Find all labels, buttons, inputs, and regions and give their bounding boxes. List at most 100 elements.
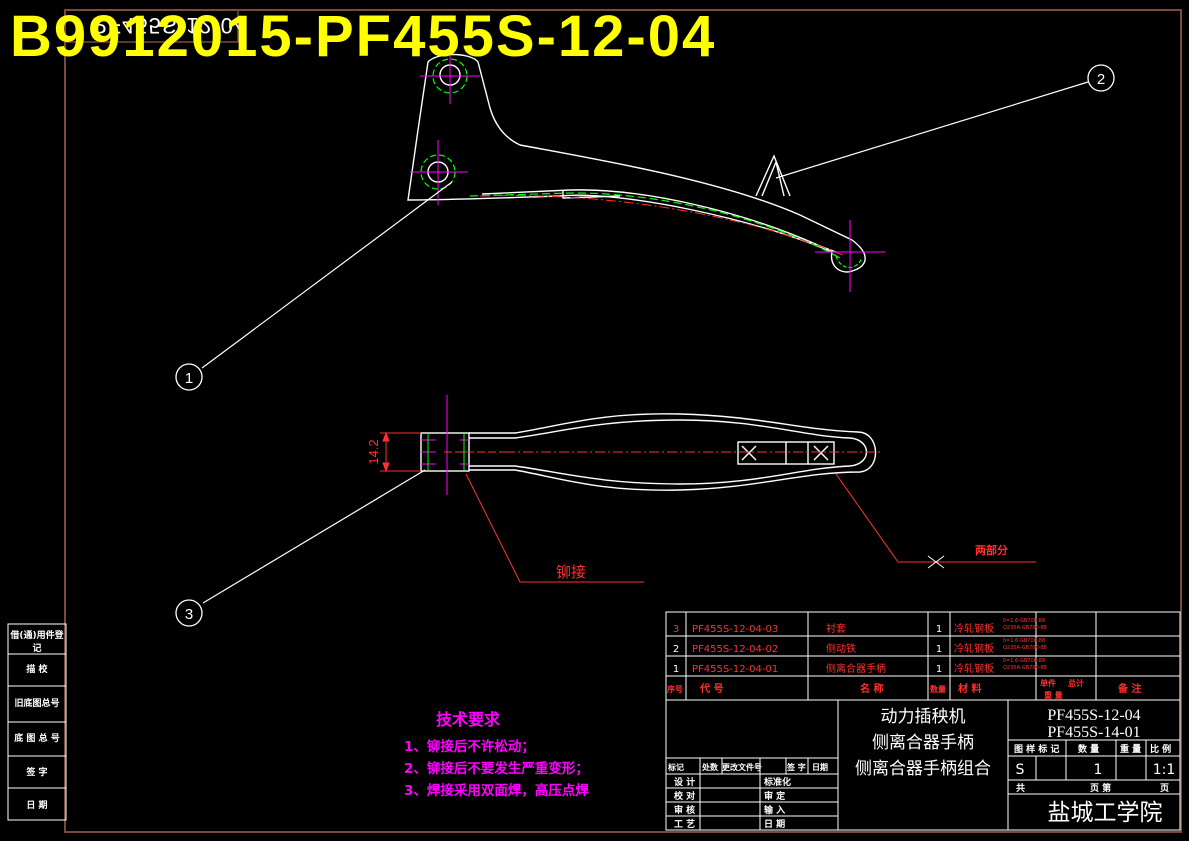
svg-text:代 号: 代 号 (699, 682, 723, 695)
callout-3: 3 (175, 599, 203, 627)
product-name: 动力插秧机 (881, 707, 966, 727)
svg-text:Q235A-GB700-88: Q235A-GB700-88 (1003, 645, 1047, 651)
tech-item-2: 2、铆接后不要发生严重变形； (404, 761, 589, 777)
svg-text:日期: 日期 (812, 762, 828, 772)
side-label-3: 旧底图总号 (14, 699, 60, 709)
svg-text:校 对: 校 对 (674, 790, 695, 802)
drawing-frame (64, 9, 1182, 833)
svg-text:1: 1 (936, 624, 942, 635)
svg-text:日 期: 日 期 (764, 818, 785, 830)
drawing-no-1: PF455S-12-04 (1047, 707, 1140, 724)
svg-text:1: 1 (1094, 762, 1103, 778)
svg-text:标准化: 标准化 (763, 776, 791, 788)
svg-text:Q235A-GB700-88: Q235A-GB700-88 (1003, 625, 1047, 631)
side-label-4: 底 图 总 号 (14, 734, 60, 744)
weld-mark (927, 555, 945, 569)
svg-text:单件: 单件 (1040, 678, 1056, 688)
technical-requirements: 技术要求 1、铆接后不许松动； 2、铆接后不要发生严重变形； 3、焊接采用双面焊… (404, 706, 589, 802)
handle-elevation-view (407, 53, 866, 273)
svg-text:δ=1.6-GB708-88: δ=1.6-GB708-88 (1003, 638, 1045, 644)
svg-text:签 字: 签 字 (786, 762, 806, 772)
svg-text:数 量: 数 量 (1078, 743, 1099, 755)
weld-note-2: 两部分 (975, 543, 1008, 557)
side-label-2: 描 校 (26, 665, 48, 675)
svg-text:冷轧钢板: 冷轧钢板 (954, 662, 994, 675)
svg-text:1: 1 (936, 664, 942, 675)
svg-text:重 量: 重 量 (1120, 743, 1141, 755)
svg-text:1: 1 (185, 370, 193, 387)
callout-2: 2 (1087, 64, 1115, 92)
bom-header: 序号 代 号 名 称 数量 材 料 单件 总计 重 量 备 注 (667, 678, 1141, 700)
dimension-text: 14.2 (366, 439, 381, 464)
svg-text:δ=1.6-GB708-88: δ=1.6-GB708-88 (1003, 658, 1045, 664)
svg-text:2: 2 (673, 644, 679, 655)
bom-table-grid (665, 611, 1181, 701)
dimension-14-2 (380, 431, 421, 473)
drawing-no-2: PF455S-14-01 (1047, 724, 1140, 741)
bom-row-1: 1 PF455S-12-04-01 侧离合器手柄 1 冷轧钢板 δ=1.6-GB… (673, 658, 1047, 675)
svg-text:1:1: 1:1 (1153, 762, 1176, 778)
plan-hatching (421, 395, 880, 495)
svg-text:冷轧钢板: 冷轧钢板 (954, 622, 994, 635)
green-rivets (427, 434, 465, 470)
title-block-grid (665, 699, 1181, 831)
bom-rows: 3 PF455S-12-04-03 衬套 1 冷轧钢板 δ=1.6-GB708-… (667, 618, 1141, 700)
part-name-1: 侧离合器手柄 (872, 733, 974, 753)
svg-text:工 艺: 工 艺 (674, 818, 695, 830)
svg-text:比 例: 比 例 (1150, 743, 1171, 755)
svg-text:1: 1 (673, 664, 679, 675)
svg-text:3: 3 (185, 606, 193, 623)
svg-text:页: 页 (1160, 783, 1169, 794)
leader-lines-red (465, 473, 1036, 583)
svg-text:序号: 序号 (667, 684, 683, 694)
svg-text:侧离合器手柄: 侧离合器手柄 (826, 662, 886, 675)
tech-title: 技术要求 (436, 710, 501, 729)
tech-item-3: 3、焊接采用双面焊，高压点焊 (404, 783, 589, 799)
svg-text:衬套: 衬套 (826, 622, 846, 635)
svg-text:1: 1 (936, 644, 942, 655)
centermarks (410, 48, 885, 292)
callout-1: 1 (175, 363, 203, 391)
svg-text:PF455S-12-04-02: PF455S-12-04-02 (692, 644, 778, 655)
svg-text:PF455S-12-04-01: PF455S-12-04-01 (692, 664, 778, 675)
organization-name: 盐城工学院 (1048, 800, 1163, 826)
svg-text:设 计: 设 计 (674, 776, 695, 788)
part-name-2: 侧离合器手柄组合 (855, 759, 991, 779)
title-block-text: 动力插秧机 侧离合器手柄 侧离合器手柄组合 PF455S-12-04 PF455… (667, 707, 1175, 830)
weld-note: 铆接 (556, 563, 586, 581)
svg-text:总计: 总计 (1068, 678, 1084, 688)
center-lines-red (428, 56, 846, 257)
side-label-5: 签 字 (26, 768, 48, 778)
svg-text:2: 2 (1097, 71, 1105, 88)
svg-text:Q235A-GB700-88: Q235A-GB700-88 (1003, 665, 1047, 671)
svg-text:标记: 标记 (667, 762, 684, 772)
svg-text:δ=1.6-GB708-88: δ=1.6-GB708-88 (1003, 618, 1045, 624)
svg-text:名 称: 名 称 (860, 682, 883, 695)
svg-text:共: 共 (1016, 782, 1025, 794)
side-label-6: 日 期 (26, 801, 48, 811)
tech-item-1: 1、铆接后不许松动； (404, 739, 535, 755)
side-strip (7, 623, 67, 821)
bom-row-3: 3 PF455S-12-04-03 衬套 1 冷轧钢板 δ=1.6-GB708-… (673, 618, 1047, 635)
svg-text:更改文件号: 更改文件号 (722, 762, 762, 772)
side-label-1: 借(通)用件登记 (10, 631, 64, 654)
svg-text:冷轧钢板: 冷轧钢板 (954, 642, 994, 655)
svg-text:审 定: 审 定 (764, 790, 786, 802)
svg-text:审 核: 审 核 (674, 804, 695, 816)
svg-text:页 第: 页 第 (1090, 782, 1111, 794)
svg-text:处数: 处数 (701, 762, 719, 772)
bom-row-2: 2 PF455S-12-04-02 侧动铁 1 冷轧钢板 δ=1.6-GB708… (673, 638, 1047, 655)
drawing-number-title: B9912015-PF455S-12-04 (10, 4, 717, 69)
mirrored-title-box (64, 9, 239, 43)
svg-text:重 量: 重 量 (1044, 690, 1063, 700)
svg-text:材 料: 材 料 (958, 682, 981, 695)
svg-text:备 注: 备 注 (1117, 682, 1141, 695)
svg-text:图 样 标 记: 图 样 标 记 (1014, 743, 1059, 755)
svg-text:S: S (1016, 762, 1025, 778)
svg-text:输 入: 输 入 (764, 804, 785, 816)
svg-text:数量: 数量 (930, 684, 946, 694)
svg-text:3: 3 (673, 624, 679, 635)
svg-text:PF455S-12-04-03: PF455S-12-04-03 (692, 624, 778, 635)
leader-lines (201, 81, 1089, 604)
